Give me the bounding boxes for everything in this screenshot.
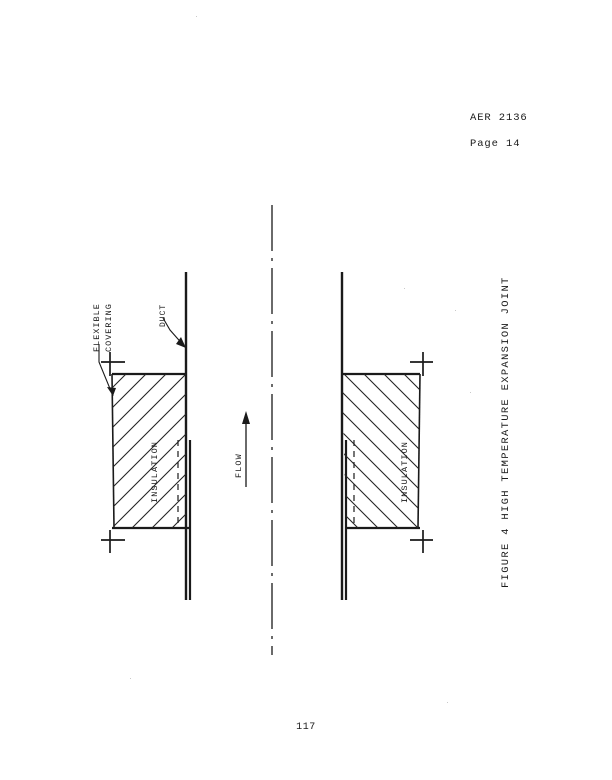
label-duct: DUCT bbox=[159, 303, 168, 327]
left-insulation-hatch bbox=[112, 374, 186, 528]
label-insulation-right: INSULATION bbox=[400, 440, 410, 503]
scan-speck bbox=[470, 392, 471, 393]
left-clamp-bottom bbox=[101, 530, 125, 553]
scan-speck bbox=[130, 678, 131, 679]
scan-speck bbox=[196, 16, 197, 17]
flow-arrow bbox=[242, 411, 250, 487]
left-clamp-top bbox=[101, 352, 125, 376]
figure-caption: FIGURE 4 HIGH TEMPERATURE EXPANSION JOIN… bbox=[500, 276, 512, 588]
label-flexible: FLEXIBLE bbox=[92, 303, 102, 352]
header-page-label: Page 14 bbox=[470, 138, 521, 150]
left-insulation-left-face bbox=[111, 373, 115, 529]
right-clamp-top bbox=[410, 352, 433, 376]
scan-speck bbox=[447, 702, 448, 703]
label-insulation-left: INSULATION bbox=[150, 440, 160, 503]
left-leader-arrowhead-flexible bbox=[107, 387, 116, 396]
scan-speck bbox=[404, 288, 405, 289]
right-clamp-bottom bbox=[410, 530, 433, 553]
left-leader-arrowhead-duct bbox=[176, 337, 186, 348]
right-insulation-right-face bbox=[417, 373, 421, 529]
right-insulation-hatch bbox=[342, 374, 420, 528]
left-leader-flexible-covering bbox=[98, 344, 114, 397]
right-assembly bbox=[340, 272, 433, 600]
label-flow: FLOW bbox=[234, 453, 244, 478]
label-covering: COVERING bbox=[104, 303, 114, 352]
flow-arrowhead bbox=[242, 411, 250, 424]
header-document-number: AER 2136 bbox=[470, 112, 528, 124]
scan-speck bbox=[455, 310, 456, 311]
left-assembly bbox=[98, 272, 192, 600]
footer-page-number: 117 bbox=[296, 722, 316, 733]
